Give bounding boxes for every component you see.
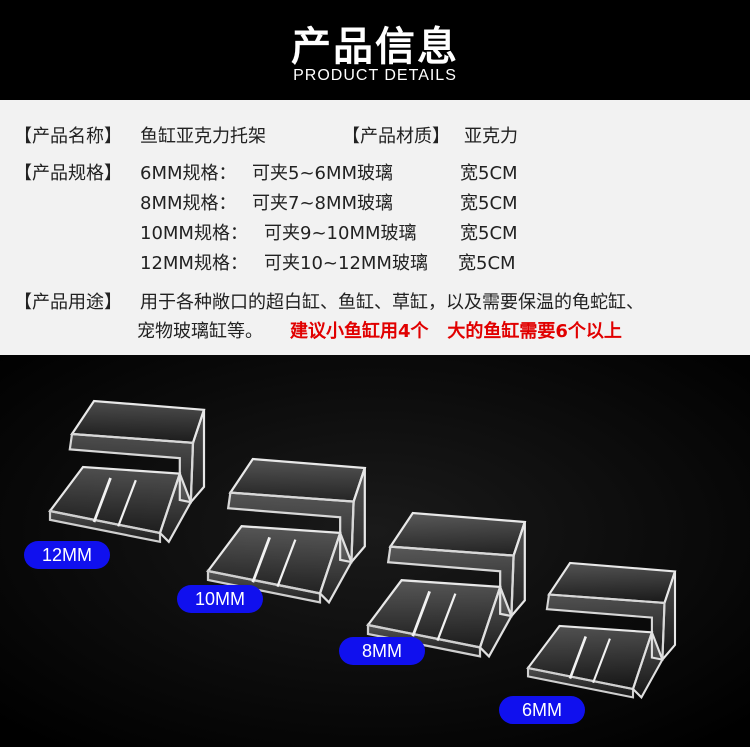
section-header: 产品信息 PRODUCT DETAILS (0, 0, 750, 100)
material-value: 亚克力 (464, 126, 518, 147)
use-label: 【产品用途】 (14, 292, 122, 313)
spec-desc: 可夹9~10MM玻璃 (264, 223, 417, 244)
name-value: 鱼缸亚克力托架 (140, 126, 266, 147)
spec-width: 宽5CM (458, 253, 516, 274)
spec-label: 【产品规格】 (14, 163, 122, 184)
section-title: 产品信息 (291, 24, 459, 70)
spec-size: 6MM规格： (140, 163, 237, 184)
spec-desc: 可夹7~8MM玻璃 (252, 193, 394, 214)
use-line-1: 用于各种敞口的超白缸、鱼缸、草缸，以及需要保温的龟蛇缸、 (140, 292, 644, 313)
spec-size: 8MM规格： (140, 193, 237, 214)
size-label-6mm: 6MM (499, 696, 585, 724)
use-line-2: 宠物玻璃缸等。 (137, 321, 263, 342)
spec-size: 12MM规格： (140, 253, 248, 274)
size-label-8mm: 8MM (339, 637, 425, 665)
size-label-12mm: 12MM (24, 541, 110, 569)
material-label: 【产品材质】 (342, 126, 450, 147)
acrylic-brackets-illustration (0, 355, 750, 747)
spec-width: 宽5CM (460, 163, 518, 184)
product-info-panel: 【产品名称】 鱼缸亚克力托架 【产品材质】 亚克力 【产品规格】 6MM规格： … (0, 100, 750, 355)
spec-width: 宽5CM (460, 223, 518, 244)
name-label: 【产品名称】 (14, 126, 122, 147)
spec-desc: 可夹5~6MM玻璃 (252, 163, 394, 184)
spec-width: 宽5CM (460, 193, 518, 214)
spec-desc: 可夹10~12MM玻璃 (264, 253, 428, 274)
use-highlight: 建议小鱼缸用4个 大的鱼缸需要6个以上 (290, 321, 622, 342)
product-photo: 12MM 10MM 8MM 6MM (0, 355, 750, 747)
spec-size: 10MM规格： (140, 223, 248, 244)
size-label-10mm: 10MM (177, 585, 263, 613)
section-subtitle: PRODUCT DETAILS (293, 67, 457, 84)
